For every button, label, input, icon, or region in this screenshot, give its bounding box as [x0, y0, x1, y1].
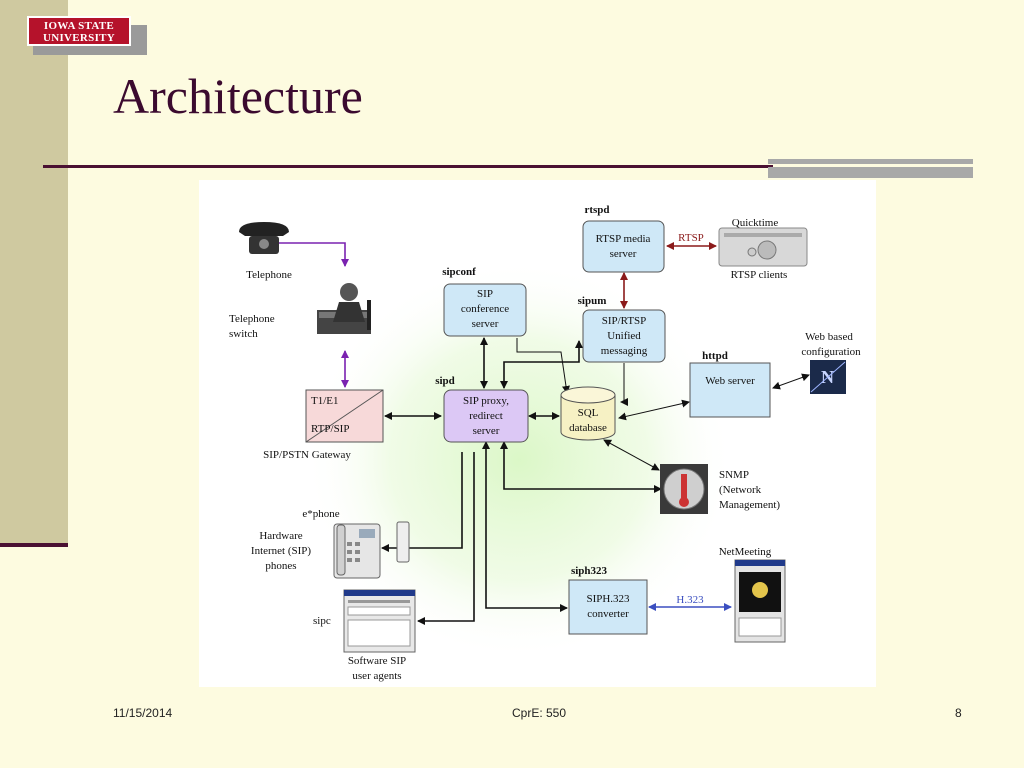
unified-line-2: Unified	[607, 330, 641, 342]
software-agents-line-2: user agents	[352, 670, 401, 682]
h323-converter-line-2: converter	[587, 608, 629, 620]
gateway-label: SIP/PSTN Gateway	[263, 449, 351, 461]
proxy-line-3: server	[473, 425, 500, 437]
sql-database-cylinder: SQL database	[560, 386, 616, 441]
conference-line-1: SIP	[477, 288, 493, 300]
ip-phone-icon	[333, 521, 410, 579]
slide-title: Architecture	[113, 68, 363, 124]
rtspd-label: rtspd	[584, 204, 609, 216]
ephone-label: e*phone	[302, 508, 339, 520]
sql-line-2: database	[569, 422, 607, 434]
netscape-browser-icon: N	[810, 360, 846, 394]
hardware-phones-line-1: Hardware	[259, 530, 302, 542]
httpd-label: httpd	[702, 350, 728, 362]
rtsp-media-server-box: RTSP media server	[582, 220, 665, 273]
rtsp-link-label: RTSP	[678, 232, 704, 244]
web-config-line-1: Web based	[805, 331, 853, 343]
quicktime-label: Quicktime	[732, 217, 779, 229]
gateway-t1e1-label: T1/E1	[311, 395, 339, 407]
snmp-line-3: Management)	[719, 499, 780, 511]
switchboard-operator-icon	[317, 283, 371, 334]
netmeeting-label: NetMeeting	[719, 546, 772, 558]
logo-line-1: IOWA STATE	[43, 20, 115, 32]
footer-date: 11/15/2014	[113, 706, 173, 720]
side-accent-bar	[0, 0, 68, 545]
unified-line-3: messaging	[601, 345, 648, 357]
rtsp-server-line-2: server	[610, 248, 637, 260]
gateway-rtpsip-label: RTP/SIP	[311, 423, 349, 435]
telephone-switch-line-2: switch	[229, 328, 258, 340]
sql-line-1: SQL	[578, 407, 599, 419]
hardware-phones-line-3: phones	[265, 560, 296, 572]
architecture-diagram: RTSP media server SIP conference server …	[199, 180, 876, 687]
web-server-box: Web server	[689, 362, 771, 418]
snmp-line-2: (Network	[719, 484, 762, 496]
sipd-label: sipd	[435, 375, 455, 387]
h323-converter-line-1: SIPH.323	[586, 593, 630, 605]
siph323-label: siph323	[571, 565, 608, 577]
hardware-phones-line-2: Internet (SIP)	[251, 545, 312, 557]
telephone-label: Telephone	[246, 269, 292, 281]
web-server-label: Web server	[705, 375, 755, 387]
university-logo: IOWA STATE UNIVERSITY	[27, 16, 131, 46]
sipc-label: sipc	[313, 615, 331, 627]
unified-line-1: SIP/RTSP	[602, 315, 647, 327]
logo-line-2: UNIVERSITY	[42, 32, 116, 44]
sipconf-label: sipconf	[442, 266, 476, 278]
footer-page-number: 8	[955, 706, 962, 720]
title-decorative-bars	[768, 159, 973, 178]
rtsp-clients-label: RTSP clients	[731, 269, 788, 281]
software-agents-line-1: Software SIP	[348, 655, 406, 667]
sip-conference-server-box: SIP conference server	[443, 283, 527, 337]
snmp-line-1: SNMP	[719, 469, 749, 481]
footer-course: CprE: 550	[512, 706, 567, 720]
telephone-icon	[239, 222, 289, 254]
proxy-line-2: redirect	[469, 410, 503, 422]
connectors	[274, 242, 810, 625]
sipum-label: sipum	[578, 295, 607, 307]
unified-messaging-box: SIP/RTSP Unified messaging	[582, 309, 666, 363]
conference-line-3: server	[472, 318, 499, 330]
web-config-line-2: configuration	[801, 346, 861, 358]
title-rule	[43, 165, 773, 168]
conference-line-2: conference	[461, 303, 509, 315]
telephone-switch-line-1: Telephone	[229, 313, 275, 325]
h323-converter-box: SIPH.323 converter	[568, 579, 648, 635]
snmp-gauge-icon	[660, 464, 708, 514]
sipc-window-icon	[343, 589, 416, 653]
rtsp-server-line-1: RTSP media	[596, 233, 651, 245]
side-accent-line	[0, 543, 68, 547]
quicktime-player-icon	[718, 227, 808, 267]
netmeeting-window-icon	[734, 559, 786, 643]
sip-proxy-box: SIP proxy, redirect server	[443, 389, 529, 443]
sip-pstn-gateway-box: T1/E1 RTP/SIP	[305, 389, 384, 443]
proxy-line-1: SIP proxy,	[463, 395, 509, 407]
h323-link-label: H.323	[676, 594, 704, 606]
